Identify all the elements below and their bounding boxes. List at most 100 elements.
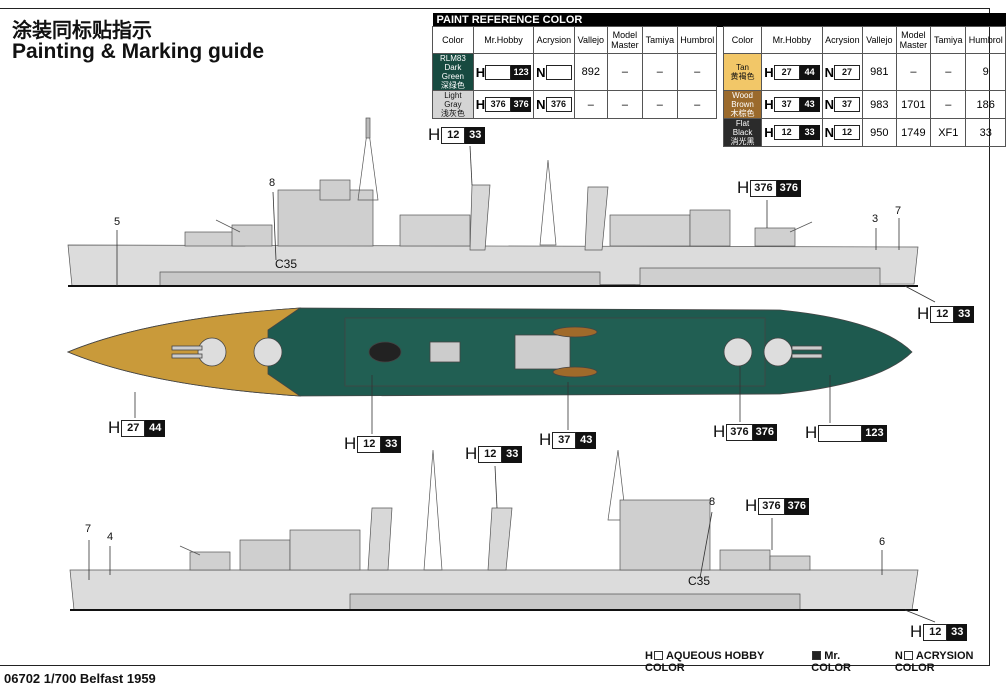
acrysion-number <box>545 64 572 80</box>
frame-top <box>0 8 990 9</box>
h-letter: H <box>737 178 750 197</box>
side-view-port <box>69 449 919 611</box>
acrysion-number: 37 <box>834 97 861 112</box>
h-letter: H <box>475 64 486 80</box>
tamiya-value: – <box>930 53 967 91</box>
mr-color-number: 33 <box>954 305 975 323</box>
vallejo-value: – <box>573 90 609 119</box>
part-number: 3 <box>872 213 879 225</box>
mr-color-number: 43 <box>799 97 820 112</box>
color-name-cn: 黄褐色 <box>730 72 755 81</box>
color-name-cn: 深绿色 <box>440 81 465 90</box>
aqueous-number: 376 <box>485 97 512 112</box>
aqueous-number: 12 <box>930 305 955 323</box>
paint-table-title: PAINT REFERENCE COLOR <box>432 13 1006 27</box>
deck-view <box>66 307 913 397</box>
column-header: Tamiya <box>930 26 967 54</box>
acrysion-number: 12 <box>834 125 861 140</box>
column-header: Humbrol <box>965 26 1006 54</box>
h-letter: H <box>764 125 774 140</box>
mr-hobby-code: H 123 <box>472 53 535 91</box>
legend-mr-label: Mr. COLOR <box>811 650 851 674</box>
tamiya-value: – <box>641 90 678 119</box>
legend-square-icon <box>903 651 913 660</box>
legend-n-letter: N <box>894 650 903 662</box>
color-name-cn: 浅灰色 <box>440 109 465 118</box>
aqueous-number: 12 <box>478 445 503 463</box>
color-name: Wood Brown <box>731 91 754 109</box>
aqueous-number: 376 <box>750 179 777 197</box>
color-name: Light Gray <box>444 91 462 109</box>
mr-color-number: 44 <box>145 419 166 437</box>
aqueous-number <box>818 424 863 442</box>
leader-lines <box>88 145 936 623</box>
aqueous-number: 12 <box>441 126 466 144</box>
side-view-starboard <box>67 117 919 287</box>
mr-color-number: 376 <box>776 179 801 197</box>
acrysion-code: N <box>533 53 575 91</box>
page-title: Painting & Marking guide <box>12 40 265 63</box>
hull-number-starboard: C35 <box>275 257 298 271</box>
color-name: RLM83 Dark Green <box>439 54 466 81</box>
column-header: Model Master <box>607 26 643 54</box>
h-letter: H <box>428 125 441 144</box>
humbrol-value: 9 <box>965 53 1006 91</box>
n-letter: N <box>824 125 835 140</box>
h-letter: H <box>465 444 478 463</box>
legend-h-letter: H <box>645 650 653 662</box>
h-letter: H <box>108 418 121 437</box>
mr-color-number: 123 <box>862 424 887 442</box>
part-number: 7 <box>895 205 902 217</box>
part-number: 8 <box>709 496 716 508</box>
part-number: 4 <box>107 531 114 543</box>
part-number: 5 <box>114 216 121 228</box>
h-letter: H <box>713 422 726 441</box>
aqueous-number: 27 <box>121 419 146 437</box>
mr-color-number: 44 <box>799 64 820 80</box>
aqueous-number: 376 <box>758 497 785 515</box>
mr-color-number: 123 <box>511 64 532 80</box>
hull-number-port: C35 <box>688 574 711 588</box>
n-letter: N <box>824 97 835 112</box>
column-header: Vallejo <box>573 26 609 54</box>
part-number: 8 <box>269 177 276 189</box>
h-letter: H <box>344 434 357 453</box>
mr-color-number: 33 <box>381 435 402 453</box>
h-letter: H <box>805 423 818 442</box>
aqueous-number: 12 <box>923 623 948 641</box>
legend-mr-color: Mr. COLOR <box>811 650 877 674</box>
vallejo-value: 983 <box>862 90 897 119</box>
part-number: 6 <box>879 536 886 548</box>
column-header: Color <box>722 26 763 54</box>
part-number: 7 <box>85 523 92 535</box>
frame-right <box>989 8 990 665</box>
humbrol-value: 186 <box>965 90 1006 119</box>
